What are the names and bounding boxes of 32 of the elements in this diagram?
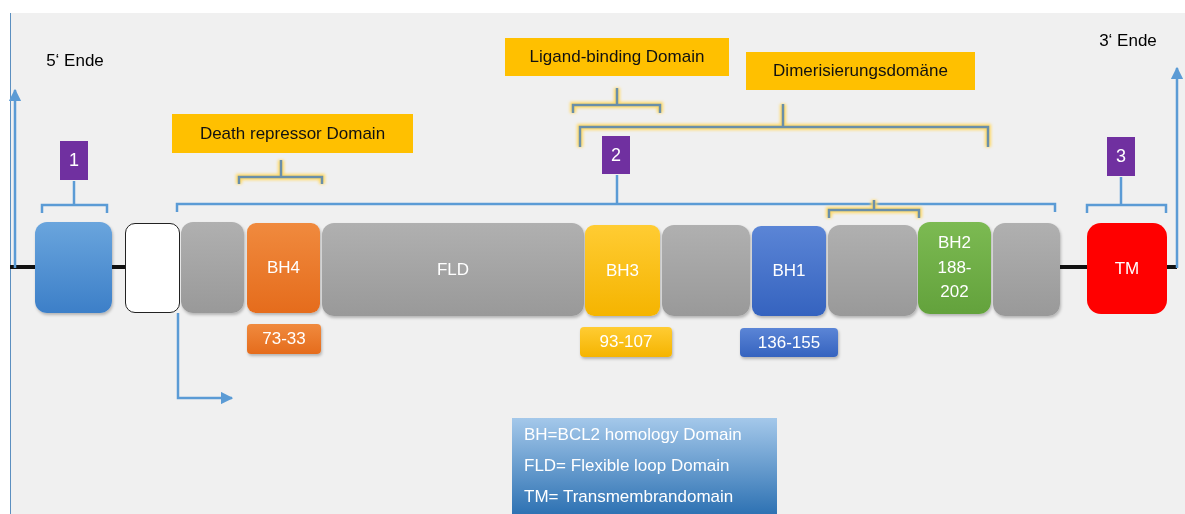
backbone-line — [112, 265, 125, 269]
residue-range: 73-33 — [247, 324, 321, 354]
exon-box — [125, 223, 180, 313]
label-text: BH2 — [937, 232, 972, 255]
end-label: 3‘ Ende — [1083, 28, 1173, 54]
backbone-line — [1060, 265, 1087, 269]
domain-block — [828, 225, 917, 316]
domain-block — [181, 222, 244, 313]
abbreviation-text: TM= Transmembrandomain — [524, 486, 734, 507]
domain-block — [662, 225, 750, 316]
domain-block: BH1 — [752, 226, 826, 316]
arrow — [176, 313, 234, 405]
abbreviation-text: FLD= Flexible loop Domain — [524, 456, 730, 476]
region-number: 2 — [602, 136, 630, 174]
abbreviation-box — [512, 418, 777, 514]
region-number: 3 — [1107, 137, 1135, 176]
domain-label: Death repressor Domain — [172, 114, 413, 153]
domain-block — [993, 223, 1060, 316]
domain-block: BH4 — [247, 223, 320, 313]
domain-block: TM — [1087, 223, 1167, 314]
residue-range: 93-107 — [580, 327, 672, 357]
exon-box — [35, 222, 112, 313]
abbreviation-text: BH=BCL2 homology Domain — [524, 425, 742, 446]
end-label: 5‘ Ende — [30, 48, 120, 74]
domain-block: BH3 — [585, 225, 660, 316]
domain-block — [918, 222, 991, 314]
residue-range: 136-155 — [740, 328, 838, 357]
label-text: 188-202 — [936, 256, 973, 304]
region-number: 1 — [60, 141, 88, 180]
domain-block: FLD — [322, 223, 584, 316]
domain-label: Ligand-binding Domain — [505, 38, 729, 76]
domain-label: Dimerisierungsdomäne — [746, 52, 975, 90]
